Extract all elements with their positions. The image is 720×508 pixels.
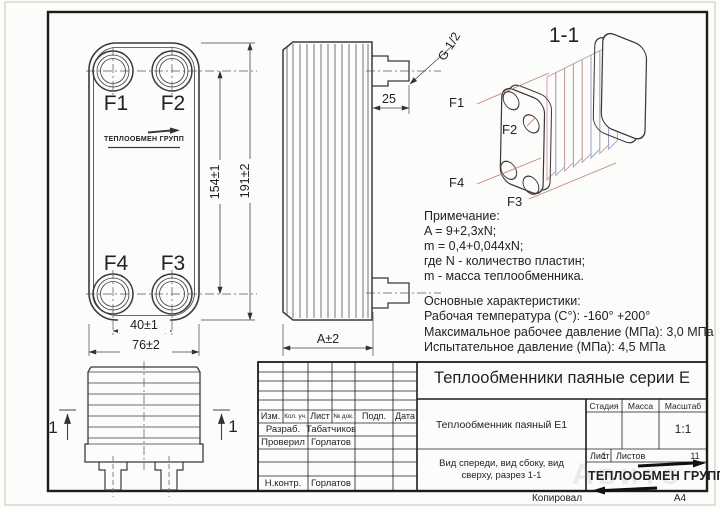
iso-port-f3-label: F3 bbox=[507, 194, 523, 209]
notes-m-definition: m - масса теплообменника. bbox=[424, 269, 585, 283]
iso-port-f1-label: F1 bbox=[449, 95, 465, 110]
col-header-list: Лист bbox=[310, 411, 330, 421]
row-name-developer: Табатчиков bbox=[306, 424, 357, 435]
dim-76: 76±2 bbox=[120, 338, 172, 353]
specs-test-pressure: Испытательное давление (МПа): 4,5 МПа bbox=[424, 340, 666, 354]
iso-view bbox=[476, 32, 648, 200]
front-view bbox=[86, 42, 257, 356]
sheets-label: Листов bbox=[616, 450, 646, 461]
title-block-lines bbox=[257, 361, 708, 492]
iso-port-f4-label: F4 bbox=[449, 175, 465, 190]
side-centerlines bbox=[366, 70, 441, 294]
side-plates bbox=[286, 44, 369, 318]
title-block-logo-arrows bbox=[592, 459, 706, 495]
col-header-kol: Кол. уч. bbox=[284, 413, 307, 420]
dim-154: 154±1 bbox=[208, 159, 223, 204]
format-label: А4 bbox=[673, 493, 687, 504]
photo-watermark: Авито bbox=[572, 458, 684, 491]
specs-title: Основные характеристики: bbox=[424, 294, 581, 308]
side-dimensions bbox=[282, 45, 453, 356]
front-port-f4-label: F4 bbox=[103, 252, 129, 275]
notes-title: Примечание: bbox=[424, 209, 500, 223]
dim-40: 40±1 bbox=[118, 318, 170, 333]
mass-header: Масса bbox=[627, 401, 654, 411]
scale-header: Масштаб bbox=[664, 401, 702, 411]
front-port-f3-label: F3 bbox=[160, 252, 186, 275]
col-header-izm: Изм. bbox=[260, 411, 281, 421]
front-logo-arrow bbox=[108, 127, 180, 149]
specs-temperature: Рабочая температура (C°): -160° +200° bbox=[424, 309, 651, 323]
top-centerlines bbox=[112, 361, 170, 497]
section-label-right: 1 bbox=[228, 417, 238, 436]
titleblock-brand-logo: ТЕПЛООБМЕН ГРУПП bbox=[588, 469, 720, 483]
titleblock-designation: Теплообменник паяный Е1 bbox=[435, 419, 568, 431]
front-port-f2-label: F2 bbox=[160, 92, 186, 115]
col-header-data: Дата bbox=[395, 411, 415, 421]
titleblock-series-title: Теплообменники паяные серии Е bbox=[434, 369, 690, 387]
sheet-label: Лист bbox=[590, 450, 610, 461]
row-name-ncontrol: Горлатов bbox=[311, 477, 351, 489]
section-label-left: 1 bbox=[48, 418, 58, 437]
stage-header: Стадия bbox=[589, 401, 619, 411]
row-role-developer: Разраб. bbox=[265, 424, 301, 435]
iso-port-f2-label: F2 bbox=[502, 122, 518, 137]
dim-25: 25 bbox=[382, 92, 396, 106]
section-view-title: 1-1 bbox=[548, 24, 580, 47]
dim-191: 191±2 bbox=[238, 158, 253, 203]
notes-formula-a: A = 9+2,3xN; bbox=[424, 224, 497, 238]
front-centerlines bbox=[86, 47, 257, 337]
row-role-ncontrol: Н.контр. bbox=[264, 477, 302, 489]
front-port-f1-label: F1 bbox=[103, 92, 129, 115]
titleblock-views-line2: сверху, разрез 1-1 bbox=[461, 470, 542, 481]
section-arrows bbox=[59, 409, 230, 440]
notes-n-definition: где N - количество пластин; bbox=[424, 254, 586, 268]
row-name-checker: Горлатов bbox=[311, 437, 351, 448]
sheet-number: 1 bbox=[601, 450, 607, 461]
row-role-checker: Проверил bbox=[261, 437, 305, 448]
copied-label: Копировал bbox=[531, 493, 583, 504]
col-header-podp: Подп. bbox=[362, 411, 386, 421]
front-brand-logo: ТЕПЛООБМЕН ГРУПП bbox=[104, 136, 185, 143]
top-view bbox=[59, 361, 230, 497]
sheet-edge bbox=[4, 1, 716, 506]
iso-front-plate bbox=[499, 87, 546, 195]
iso-back-plate bbox=[600, 32, 648, 140]
notes-formula-m: m = 0,4+0,044xN; bbox=[424, 239, 524, 253]
titleblock-views-line1: Вид спереди, вид сбоку, вид bbox=[439, 458, 564, 469]
specs-max-pressure: Максимальное рабочее давление (МПа): 3,0… bbox=[424, 324, 714, 339]
sheets-total: 11 bbox=[690, 450, 700, 461]
dim-a: A±2 bbox=[316, 332, 340, 346]
col-header-ndok: № док. bbox=[333, 413, 354, 420]
iso-port-leaders bbox=[476, 72, 617, 200]
side-view bbox=[282, 41, 453, 356]
scale-value: 1:1 bbox=[674, 422, 692, 436]
